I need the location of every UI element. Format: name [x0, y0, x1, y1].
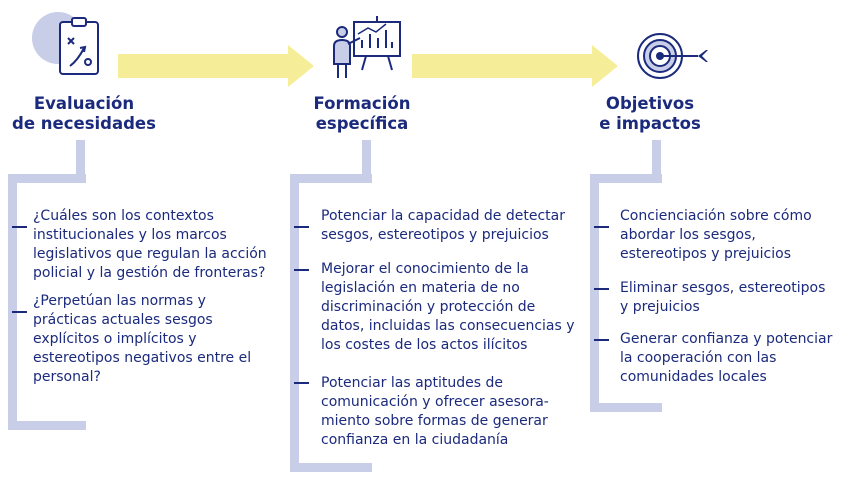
flow-arrow-2: [412, 45, 618, 87]
bullet-tick: [294, 382, 309, 384]
presenter-chart-icon: [333, 16, 401, 78]
flow-arrow-1: [118, 45, 314, 87]
bullet-tick: [294, 269, 309, 271]
target-arrow-icon: [637, 33, 708, 79]
panel-objetivos: [590, 174, 662, 412]
connector-2: [362, 140, 371, 178]
panel-formacion: [290, 174, 372, 472]
connector-3: [652, 140, 661, 178]
connector-1: [76, 140, 85, 178]
bullet-tick: [594, 226, 609, 228]
bullet-tick: [294, 226, 309, 228]
clipboard-strategy-icon: [32, 12, 99, 75]
bullet-tick: [12, 226, 27, 228]
bullet-tick: [12, 311, 27, 313]
bullet-tick: [594, 339, 609, 341]
bullet-tick: [594, 288, 609, 290]
panel-evaluacion: [8, 174, 86, 430]
